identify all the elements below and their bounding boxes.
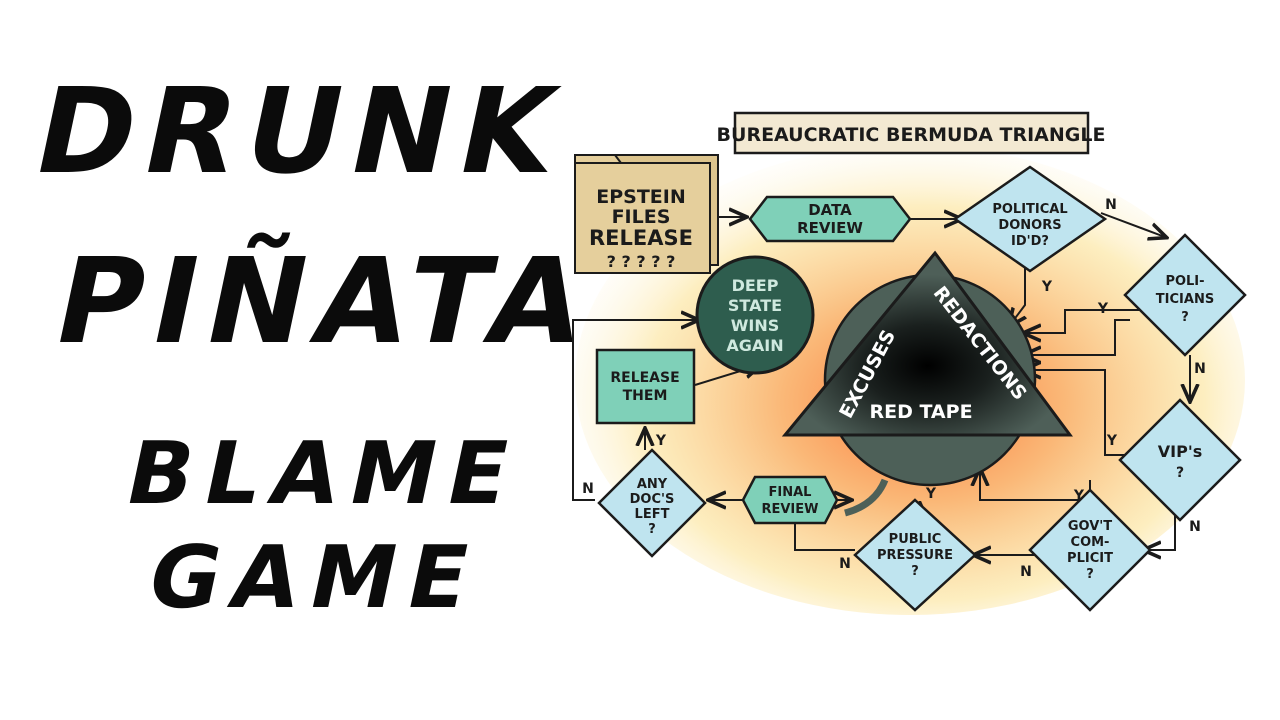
vips-diamond: VIP's ? [1118, 398, 1242, 522]
govt-line-2: COM- [1071, 535, 1110, 550]
folder-line-1: EPSTEIN [596, 186, 686, 208]
docs-line-4: ? [648, 522, 656, 537]
vips-line-1: VIP's [1158, 442, 1202, 461]
bermuda-triangle: EXCUSES REDACTIONS RED TAPE [781, 250, 1073, 517]
donors-line-1: POLITICAL [992, 202, 1067, 217]
pressure-line-3: ? [911, 564, 919, 579]
vips-line-2: ? [1176, 465, 1184, 481]
edge-donors-no: N [1105, 197, 1117, 213]
folder-line-2: FILES [612, 206, 671, 228]
politicians-line-3: ? [1181, 310, 1189, 325]
edge-pressure-no: N [839, 556, 851, 572]
edge-pressure-yes: Y [925, 486, 937, 502]
politicians-line-1: POLI- [1165, 274, 1204, 289]
banner-text: BUREAUCRATIC BERMUDA TRIANGLE [717, 124, 1106, 146]
docs-line-1: ANY [637, 477, 668, 492]
banner: BUREAUCRATIC BERMUDA TRIANGLE [717, 111, 1106, 155]
edge-vips-no: N [1189, 519, 1201, 535]
govt-line-3: PLICIT [1067, 551, 1113, 566]
political-donors-diamond: POLITICAL DONORS ID'D? [952, 165, 1108, 273]
deep-state-line-2: STATE [728, 296, 782, 315]
edge-vips-yes: Y [1106, 433, 1118, 449]
public-pressure-diamond: PUBLIC PRESSURE ? [853, 498, 977, 612]
deep-state-line-1: DEEP [732, 276, 779, 295]
flowchart-diagram: BUREAUCRATIC BERMUDA TRIANGLE EXCUSES RE… [572, 111, 1247, 615]
epstein-files-folder: EPSTEIN FILES RELEASE ? ? ? ? ? [574, 154, 719, 274]
edge-politicians-no: N [1194, 361, 1206, 377]
title-line-3: BLAME [117, 424, 530, 524]
donors-line-3: ID'D? [1011, 234, 1049, 249]
docs-line-2: DOC'S [630, 492, 675, 507]
edge-govt-yes: Y [1073, 488, 1085, 504]
final-review-line-1: FINAL [769, 485, 812, 500]
edge-govt-no: N [1020, 564, 1032, 580]
docs-line-3: LEFT [635, 507, 670, 522]
edge-docs-yes: Y [655, 433, 667, 449]
title-line-1: DRUNK [23, 62, 578, 200]
release-them-node: RELEASE THEM [595, 348, 696, 425]
donors-line-2: DONORS [998, 218, 1061, 233]
politicians-line-2: TICIANS [1156, 292, 1214, 307]
final-review-node: FINAL REVIEW [741, 475, 839, 525]
folder-line-3: RELEASE [589, 226, 693, 250]
govt-line-1: GOV'T [1068, 519, 1112, 534]
politicians-diamond: POLI- TICIANS ? [1123, 233, 1247, 357]
release-line-1: RELEASE [610, 370, 679, 386]
edge-docs-no: N [582, 481, 594, 497]
govt-line-4: ? [1086, 567, 1094, 582]
title-line-2: PIÑATA [43, 232, 607, 370]
release-line-2: THEM [623, 388, 668, 404]
final-review-line-2: REVIEW [761, 502, 818, 517]
edge-labels: N Y Y N Y N Y N Y N Y N [582, 197, 1206, 580]
any-docs-left-diamond: ANY DOC'S LEFT ? [597, 448, 707, 558]
pressure-line-2: PRESSURE [877, 548, 953, 563]
deep-state-circle: DEEP STATE WINS AGAIN [695, 255, 815, 375]
swirl-tail [844, 478, 889, 517]
edge-politicians-yes: Y [1097, 301, 1109, 317]
pressure-line-1: PUBLIC [889, 532, 942, 547]
folder-line-4: ? ? ? ? ? [607, 252, 676, 271]
data-review-node: DATA REVIEW [748, 195, 912, 243]
data-review-line-1: DATA [808, 201, 852, 219]
govt-complicit-diamond: GOV'T COM- PLICIT ? [1028, 488, 1152, 612]
triangle-red-tape: RED TAPE [869, 401, 972, 423]
title-line-4: GAME [139, 528, 491, 628]
edge-donors-yes: Y [1041, 279, 1053, 295]
data-review-line-2: REVIEW [797, 219, 863, 237]
deep-state-line-3: WINS [731, 316, 780, 335]
deep-state-line-4: AGAIN [726, 336, 783, 355]
